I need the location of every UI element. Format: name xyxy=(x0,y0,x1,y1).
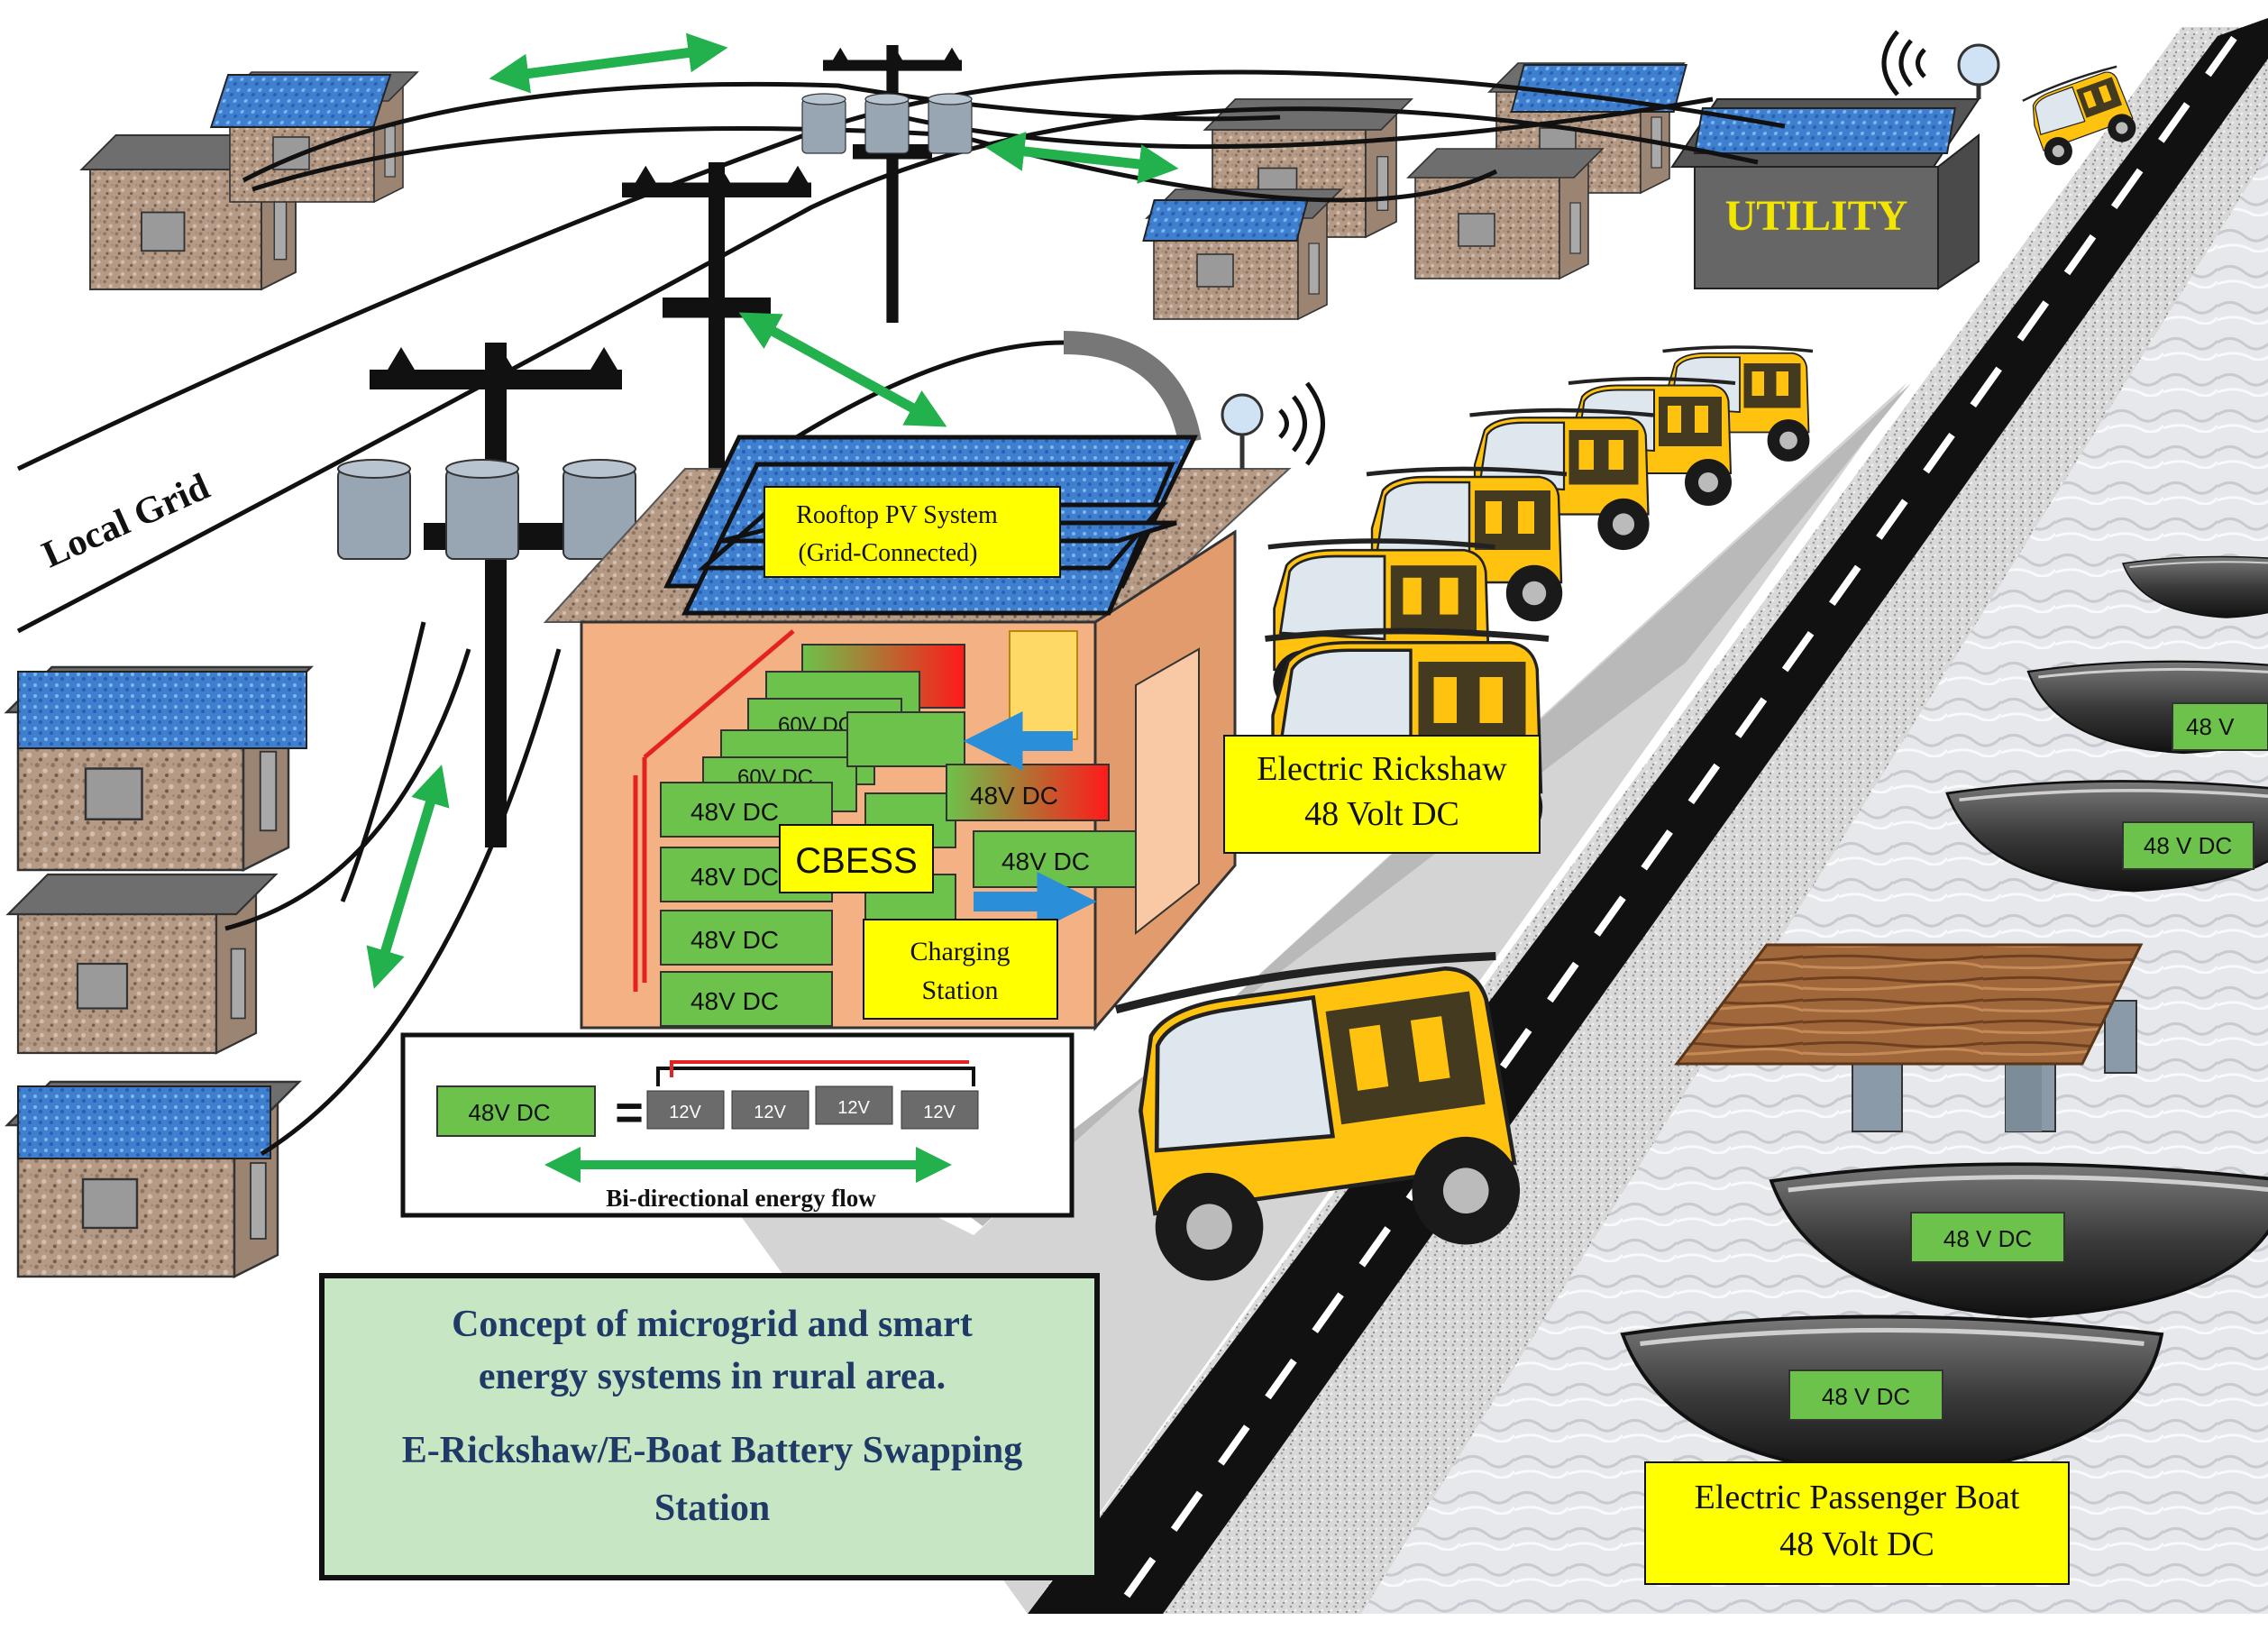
cbess-label: CBESS xyxy=(795,841,918,881)
battery-stack: 60V DC 60V DC 48V DC 48V DC 48V DC 48V D… xyxy=(660,644,965,1027)
concept-line4: Station xyxy=(654,1488,770,1529)
solar-panel-icon xyxy=(209,74,392,128)
solar-panel-icon xyxy=(1693,107,1957,154)
rooftop-pv-line1: Rooftop PV System xyxy=(796,501,998,529)
solar-panel-icon xyxy=(17,1085,271,1159)
battery-label: 48 V DC xyxy=(1943,1225,2032,1252)
boat-battery: 48 V xyxy=(2172,702,2268,751)
cell-12v: 12V xyxy=(731,1090,809,1130)
charging-battery: 48V DC xyxy=(973,830,1137,888)
house-icon xyxy=(6,873,278,1055)
cell-label: 12V xyxy=(754,1103,786,1122)
solar-panel-icon xyxy=(1142,199,1309,242)
charging-line1: Charging xyxy=(910,937,1010,966)
hot-battery: 48V DC xyxy=(946,764,1110,821)
battery-label: 48 V DC xyxy=(2144,832,2232,859)
charging-line2: Station xyxy=(921,975,998,1005)
charger-cabinet xyxy=(1009,630,1078,740)
battery-48v: 48V DC xyxy=(660,910,833,966)
battery-label: 48V DC xyxy=(970,782,1058,810)
energy-flow-arrows xyxy=(366,32,1179,989)
cell-label: 12V xyxy=(669,1103,701,1122)
boat-label xyxy=(1644,1461,2070,1585)
battery-label: 48V DC xyxy=(690,863,779,891)
bidirectional-label: Bi-directional energy flow xyxy=(606,1185,876,1212)
concept-line3: E-Rickshaw/E-Boat Battery Swapping xyxy=(402,1430,1022,1471)
cell-12v: 12V xyxy=(646,1090,725,1130)
bench-icon xyxy=(1673,943,2144,1132)
service-cable xyxy=(1063,331,1202,444)
wifi-signal-icon xyxy=(1881,30,1926,96)
concept-box: Concept of microgrid and smart energy sy… xyxy=(319,1273,1100,1580)
transformer-icon xyxy=(445,459,519,560)
battery-legend: 48V DC = 12V 12V 12V 12V Bi-directional … xyxy=(400,1032,1075,1218)
utility-label: UTILITY xyxy=(1725,192,1908,240)
boat-battery: 48 V DC xyxy=(1788,1369,1943,1421)
battery-label: 48V DC xyxy=(690,926,779,954)
wifi-signal-icon xyxy=(1278,381,1325,466)
rooftop-pv-label xyxy=(764,486,1061,578)
boat-line1: Electric Passenger Boat xyxy=(1695,1479,2020,1516)
battery-48v: 48V DC xyxy=(660,971,833,1027)
transformer-icon xyxy=(928,93,973,154)
rooftop-pv-line2: (Grid-Connected) xyxy=(798,539,977,567)
boat-line2: 48 Volt DC xyxy=(1779,1525,1934,1563)
road-icon xyxy=(1028,18,2268,1614)
equals-sign: = xyxy=(615,1085,644,1140)
utility-building: UTILITY xyxy=(1670,98,1980,290)
transformer-icon xyxy=(801,93,846,154)
rickshaw-label xyxy=(1223,735,1541,854)
concept-line1: Concept of microgrid and smart xyxy=(452,1304,973,1345)
house-icon xyxy=(1407,148,1604,279)
local-grid-label: Local Grid xyxy=(36,466,215,576)
cell-label: 12V xyxy=(923,1103,956,1122)
antenna-icon xyxy=(1221,393,1264,469)
transformer-icon xyxy=(864,93,910,154)
cell-12v: 12V xyxy=(901,1090,979,1130)
battery-label: 48V DC xyxy=(690,798,779,826)
battery-label: 48 V xyxy=(2186,713,2235,740)
battery-label: 48V DC xyxy=(1001,847,1090,875)
battery-swapping-station: Rooftop PV System (Grid-Connected) 60V D… xyxy=(543,381,1325,1032)
boat-battery: 48 V DC xyxy=(2122,821,2254,870)
transformer-icon xyxy=(337,459,411,560)
boat-battery: 48 V DC xyxy=(1910,1212,2065,1263)
cell-12v: 12V xyxy=(815,1085,893,1125)
battery-label: 48V DC xyxy=(690,987,779,1015)
solar-panel-icon xyxy=(17,671,307,749)
legend-battery-label: 48V DC xyxy=(468,1099,550,1126)
rickshaw-line2: 48 Volt DC xyxy=(1304,795,1459,833)
cbess-label-box xyxy=(779,824,934,893)
cell-label: 12V xyxy=(837,1098,870,1118)
charging-station-label xyxy=(863,919,1058,1020)
concept-line2: energy systems in rural area. xyxy=(479,1356,946,1397)
antenna-icon xyxy=(1957,43,2000,99)
rickshaw-line1: Electric Rickshaw xyxy=(1257,750,1507,788)
battery-label: 48 V DC xyxy=(1822,1383,1910,1410)
